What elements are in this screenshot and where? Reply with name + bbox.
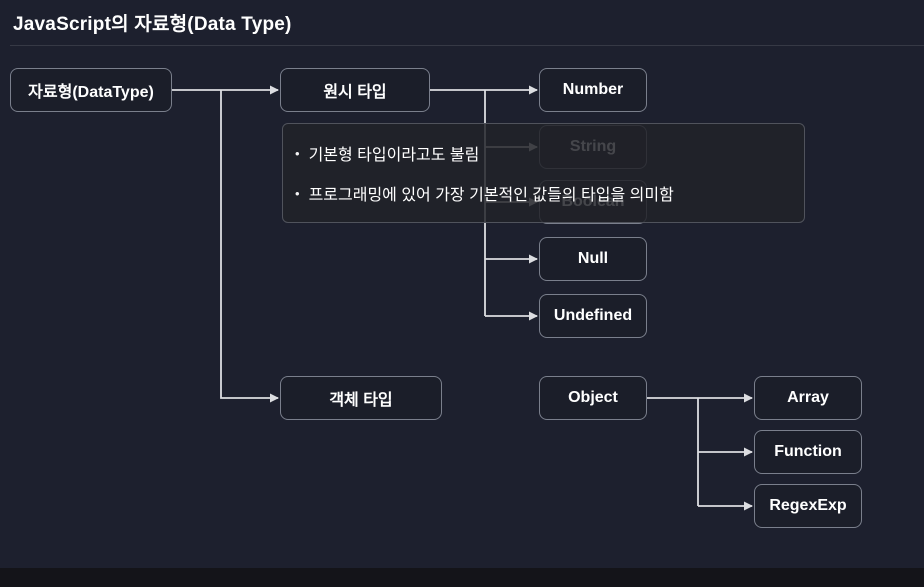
node-object-type[interactable]: 객체 타입 (280, 376, 442, 420)
node-primitive-type[interactable]: 원시 타입 (280, 68, 430, 112)
page-title: JavaScript의 자료형(Data Type) (13, 14, 292, 35)
title-divider (10, 45, 924, 46)
primitive-type-note: • 기본형 타입이라고도 불림 • 프로그래밍에 있어 가장 기본적인 값들의 … (282, 123, 805, 223)
edge-datatype-objecttype (220, 90, 279, 403)
bullet-icon: • (295, 145, 300, 161)
node-regexexp[interactable]: RegexExp (754, 484, 862, 528)
note-line: • 프로그래밍에 있어 가장 기본적인 값들의 타입을 의미함 (295, 181, 788, 205)
node-function[interactable]: Function (754, 430, 862, 474)
note-text: 기본형 타입이라고도 불림 (308, 147, 480, 164)
node-undefined[interactable]: Undefined (539, 294, 647, 338)
bottom-bar (0, 568, 924, 587)
node-object[interactable]: Object (539, 376, 647, 420)
node-array[interactable]: Array (754, 376, 862, 420)
bullet-icon: • (295, 185, 300, 201)
node-datatype[interactable]: 자료형(DataType) (10, 68, 172, 112)
node-null[interactable]: Null (539, 237, 647, 281)
note-line: • 기본형 타입이라고도 불림 (295, 141, 788, 165)
note-text: 프로그래밍에 있어 가장 기본적인 값들의 타입을 의미함 (308, 187, 674, 204)
node-number[interactable]: Number (539, 68, 647, 112)
